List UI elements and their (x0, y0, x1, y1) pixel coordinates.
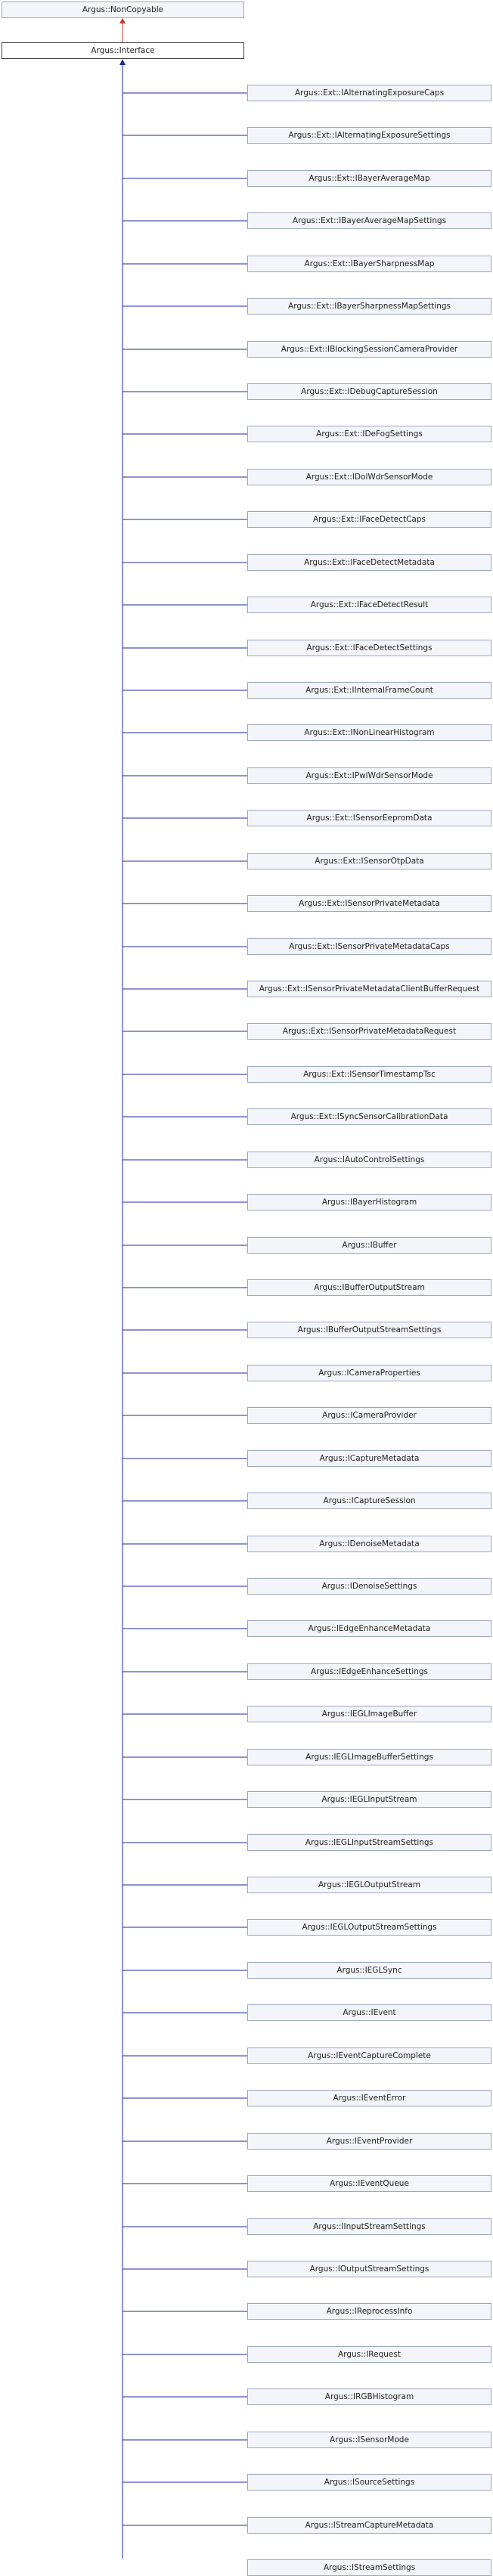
class-node-ext-idebug-capture-session[interactable]: Argus::Ext::IDebugCaptureSession (247, 383, 491, 400)
class-node-icamera-properties[interactable]: Argus::ICameraProperties (247, 1365, 491, 1381)
class-node-ieglinput-stream-settings[interactable]: Argus::IEGLInputStreamSettings (247, 1834, 491, 1851)
class-node-ext-isensor-private-metadata-client-buffer-request[interactable]: Argus::Ext::ISensorPrivateMetadataClient… (247, 981, 491, 997)
class-node-isensor-mode[interactable]: Argus::ISensorMode (247, 2432, 491, 2448)
class-node-ext-iinternal-frame-count[interactable]: Argus::Ext::IInternalFrameCount (247, 682, 491, 699)
class-node-ext-ialternating-exposure-caps[interactable]: Argus::Ext::IAlternatingExposureCaps (247, 85, 491, 101)
class-node-ext-idol-wdr-sensor-mode[interactable]: Argus::Ext::IDolWdrSensorMode (247, 469, 491, 485)
class-node-ext-ialternating-exposure-settings[interactable]: Argus::Ext::IAlternatingExposureSettings (247, 127, 491, 144)
class-node-irequest[interactable]: Argus::IRequest (247, 2346, 491, 2363)
class-node-ext-ipwl-wdr-sensor-mode[interactable]: Argus::Ext::IPwlWdrSensorMode (247, 767, 491, 784)
class-node-ext-isensor-private-metadata-caps[interactable]: Argus::Ext::ISensorPrivateMetadataCaps (247, 938, 491, 955)
class-node-ext-iface-detect-result[interactable]: Argus::Ext::IFaceDetectResult (247, 597, 491, 613)
class-node-ievent-error[interactable]: Argus::IEventError (247, 2090, 491, 2106)
class-node-iinput-stream-settings[interactable]: Argus::IInputStreamSettings (247, 2218, 491, 2235)
class-node-ievent-capture-complete[interactable]: Argus::IEventCaptureComplete (247, 2047, 491, 2064)
inheritance-arrowhead-interface (119, 59, 126, 65)
class-node-ext-ibayer-sharpness-map[interactable]: Argus::Ext::IBayerSharpnessMap (247, 256, 491, 272)
class-node-iegloutput-stream[interactable]: Argus::IEGLOutputStream (247, 1877, 491, 1893)
class-node-ieglimage-buffer-settings[interactable]: Argus::IEGLImageBufferSettings (247, 1749, 491, 1765)
class-node-icapture-session[interactable]: Argus::ICaptureSession (247, 1493, 491, 1509)
class-node-ievent-provider[interactable]: Argus::IEventProvider (247, 2133, 491, 2150)
class-node-ibuffer-output-stream-settings[interactable]: Argus::IBufferOutputStreamSettings (247, 1322, 491, 1338)
class-node-ext-isensor-private-metadata[interactable]: Argus::Ext::ISensorPrivateMetadata (247, 895, 491, 912)
class-node-ext-isensor-eeprom-data[interactable]: Argus::Ext::ISensorEepromData (247, 810, 491, 826)
class-node-ioutput-stream-settings[interactable]: Argus::IOutputStreamSettings (247, 2261, 491, 2277)
class-node-ieglsync[interactable]: Argus::IEGLSync (247, 1962, 491, 1979)
class-node-ext-ibayer-average-map[interactable]: Argus::Ext::IBayerAverageMap (247, 170, 491, 187)
class-node-irgbhistogram[interactable]: Argus::IRGBHistogram (247, 2388, 491, 2405)
class-node-ext-isensor-otp-data[interactable]: Argus::Ext::ISensorOtpData (247, 853, 491, 870)
class-node-istream-capture-metadata[interactable]: Argus::IStreamCaptureMetadata (247, 2517, 491, 2534)
class-node-ext-ibayer-average-map-settings[interactable]: Argus::Ext::IBayerAverageMapSettings (247, 212, 491, 229)
class-node-icamera-provider[interactable]: Argus::ICameraProvider (247, 1407, 491, 1424)
class-node-idenoise-settings[interactable]: Argus::IDenoiseSettings (247, 1578, 491, 1595)
class-node-iegloutput-stream-settings[interactable]: Argus::IEGLOutputStreamSettings (247, 1919, 491, 1936)
class-node-ireprocess-info[interactable]: Argus::IReprocessInfo (247, 2303, 491, 2320)
class-node-interface: Argus::Interface (2, 42, 244, 59)
class-node-ext-inon-linear-histogram[interactable]: Argus::Ext::INonLinearHistogram (247, 724, 491, 741)
class-node-iauto-control-settings[interactable]: Argus::IAutoControlSettings (247, 1152, 491, 1168)
class-node-ext-isync-sensor-calibration-data[interactable]: Argus::Ext::ISyncSensorCalibrationData (247, 1108, 491, 1125)
class-node-ievent-queue[interactable]: Argus::IEventQueue (247, 2175, 491, 2192)
class-node-idenoise-metadata[interactable]: Argus::IDenoiseMetadata (247, 1536, 491, 1552)
class-node-ext-iface-detect-settings[interactable]: Argus::Ext::IFaceDetectSettings (247, 640, 491, 656)
class-node-iedge-enhance-settings[interactable]: Argus::IEdgeEnhanceSettings (247, 1663, 491, 1680)
class-node-noncopyable[interactable]: Argus::NonCopyable (2, 2, 244, 18)
class-node-isource-settings[interactable]: Argus::ISourceSettings (247, 2474, 491, 2491)
class-node-ibuffer[interactable]: Argus::IBuffer (247, 1237, 491, 1254)
class-node-ibayer-histogram[interactable]: Argus::IBayerHistogram (247, 1194, 491, 1211)
class-node-icapture-metadata[interactable]: Argus::ICaptureMetadata (247, 1450, 491, 1467)
class-node-ieglinput-stream[interactable]: Argus::IEGLInputStream (247, 1791, 491, 1808)
class-node-ext-iblocking-session-camera-provider[interactable]: Argus::Ext::IBlockingSessionCameraProvid… (247, 341, 491, 358)
class-node-ext-iface-detect-metadata[interactable]: Argus::Ext::IFaceDetectMetadata (247, 554, 491, 571)
class-node-ieglimage-buffer[interactable]: Argus::IEGLImageBuffer (247, 1706, 491, 1722)
class-node-ext-isensor-timestamp-tsc[interactable]: Argus::Ext::ISensorTimestampTsc (247, 1066, 491, 1083)
class-node-istream-settings[interactable]: Argus::IStreamSettings (247, 2559, 491, 2576)
class-node-ext-isensor-private-metadata-request[interactable]: Argus::Ext::ISensorPrivateMetadataReques… (247, 1023, 491, 1040)
class-node-ext-ibayer-sharpness-map-settings[interactable]: Argus::Ext::IBayerSharpnessMapSettings (247, 298, 491, 315)
class-node-ievent[interactable]: Argus::IEvent (247, 2004, 491, 2021)
class-node-ext-iface-detect-caps[interactable]: Argus::Ext::IFaceDetectCaps (247, 511, 491, 528)
class-node-ext-ide-fog-settings[interactable]: Argus::Ext::IDeFogSettings (247, 426, 491, 442)
class-node-ibuffer-output-stream[interactable]: Argus::IBufferOutputStream (247, 1279, 491, 1296)
inheritance-arrowhead-noncopyable (119, 18, 126, 23)
class-node-iedge-enhance-metadata[interactable]: Argus::IEdgeEnhanceMetadata (247, 1620, 491, 1637)
